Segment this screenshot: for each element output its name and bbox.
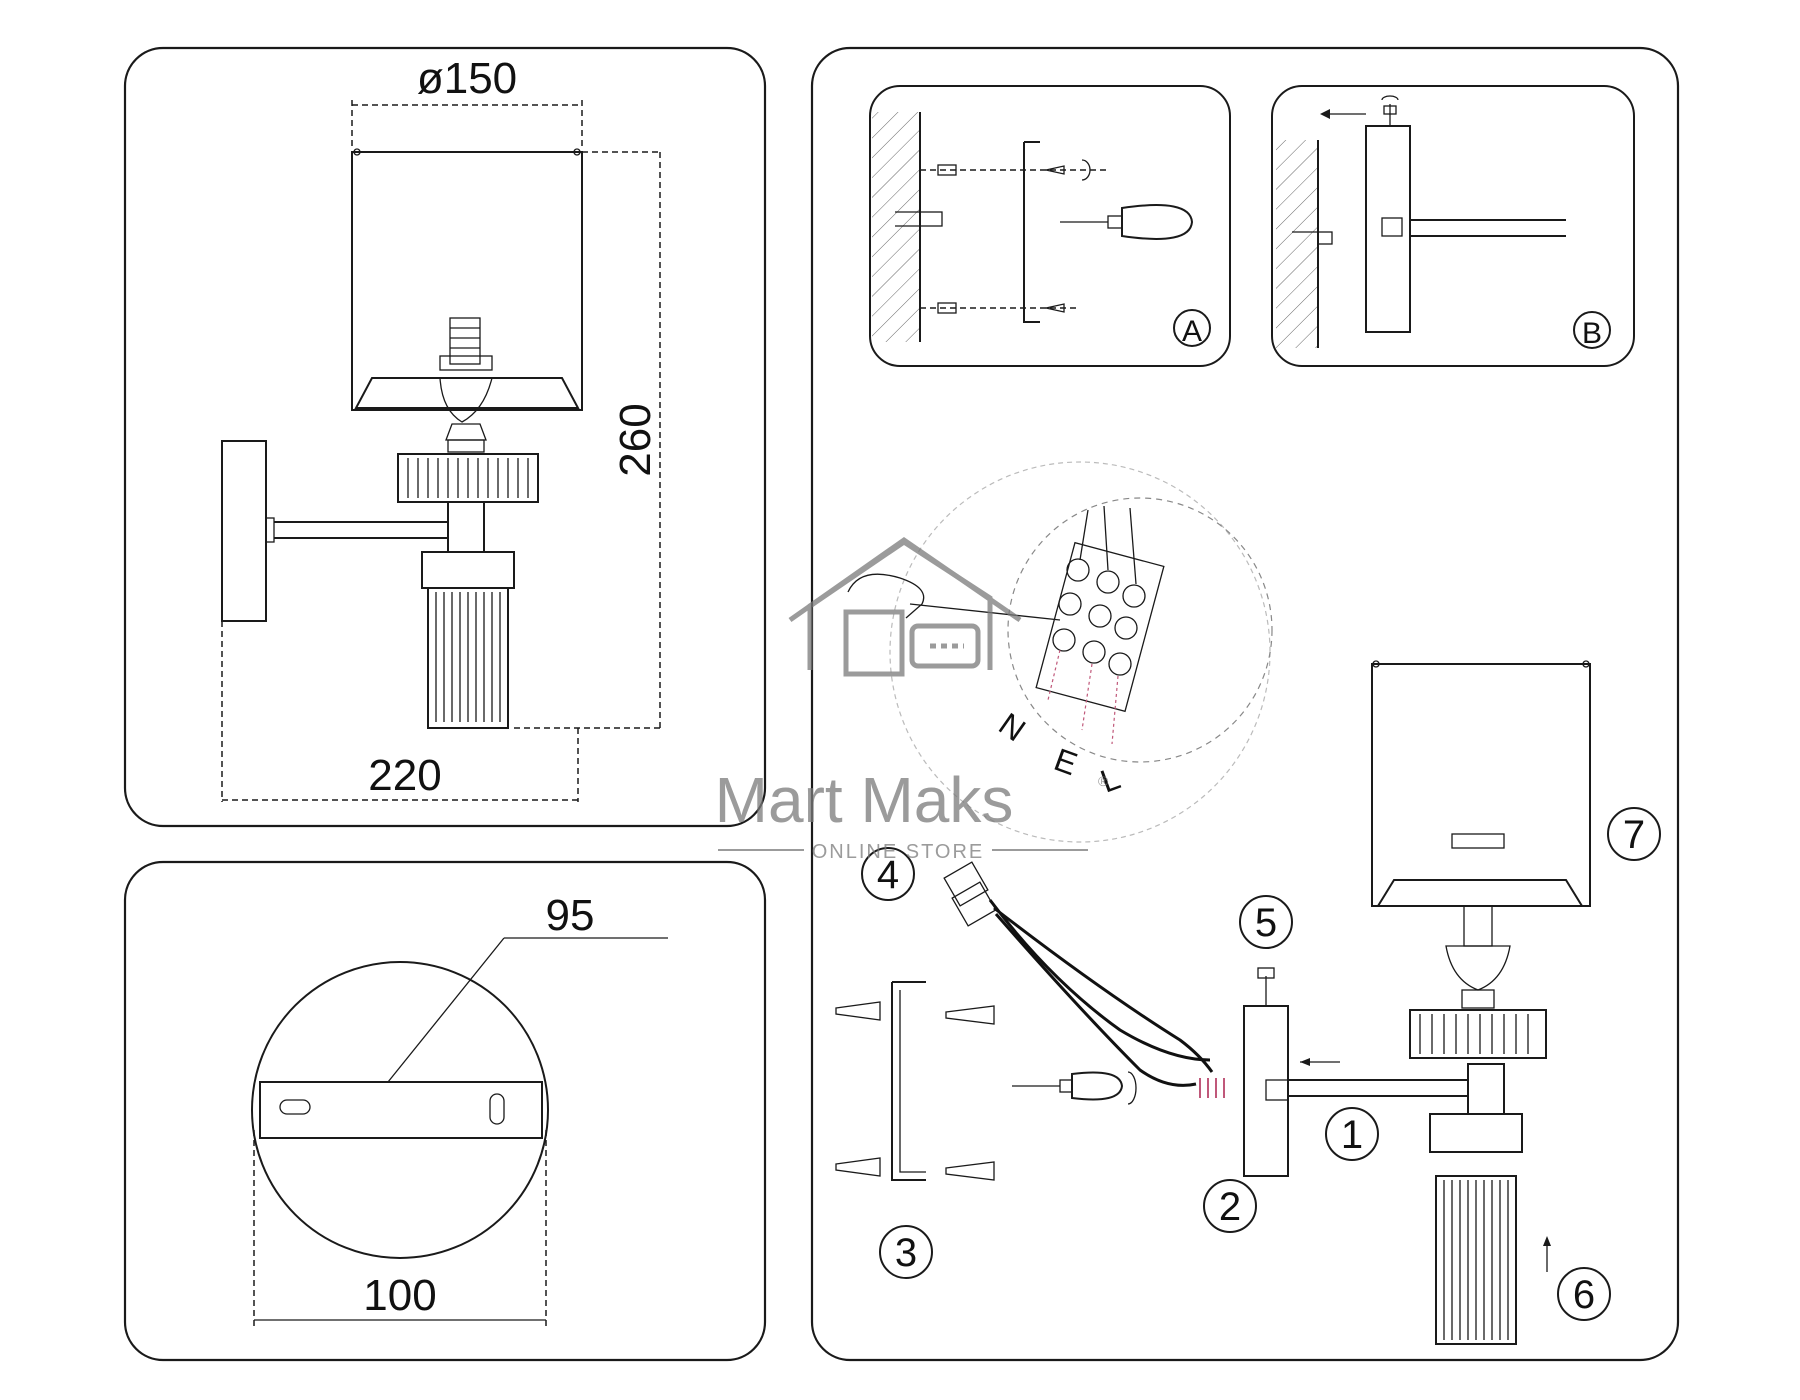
assembled-fixture [1243,660,1591,1345]
wall-plate [221,440,267,622]
detail-a: A [869,85,1231,367]
step-6: 6 [1573,1273,1595,1317]
plate-panel: 95 100 [123,860,767,1362]
step-5: 5 [1255,901,1277,945]
plate-width-label: 95 [546,891,595,940]
plate-circle [251,961,549,1259]
step-3: 3 [895,1231,917,1275]
detail-b-label: B [1582,317,1602,350]
lamp-shade [351,151,583,411]
step-2: 2 [1219,1185,1241,1229]
wire-label-e: E [1050,741,1082,782]
plate-diameter-label: 100 [363,1271,436,1320]
step-7: 7 [1623,813,1645,857]
bracket-kit [835,981,1137,1181]
height-label: 260 [611,403,660,476]
mounting-bar [259,1081,543,1139]
installation-panel: A B [810,46,1680,1362]
shade-diameter-label: ø150 [417,54,517,103]
step-1: 1 [1341,1113,1363,1157]
detail-a-label: A [1182,315,1202,348]
watermark: Mart Maks ® ONLINE STORE [715,536,1109,863]
wire-label-n: N [993,706,1033,749]
depth-label: 220 [368,751,441,800]
step-markers: 1 2 3 4 5 6 7 [861,807,1661,1321]
watermark-registered: ® [1098,773,1109,789]
dimension-panel: ø150 [123,46,767,828]
watermark-brand: Mart Maks [715,764,1014,836]
shade-base-ring [354,377,580,409]
step-4: 4 [877,853,899,897]
fluted-body [427,587,509,729]
watermark-tagline: ONLINE STORE [812,841,985,863]
detail-b: B [1271,85,1635,367]
